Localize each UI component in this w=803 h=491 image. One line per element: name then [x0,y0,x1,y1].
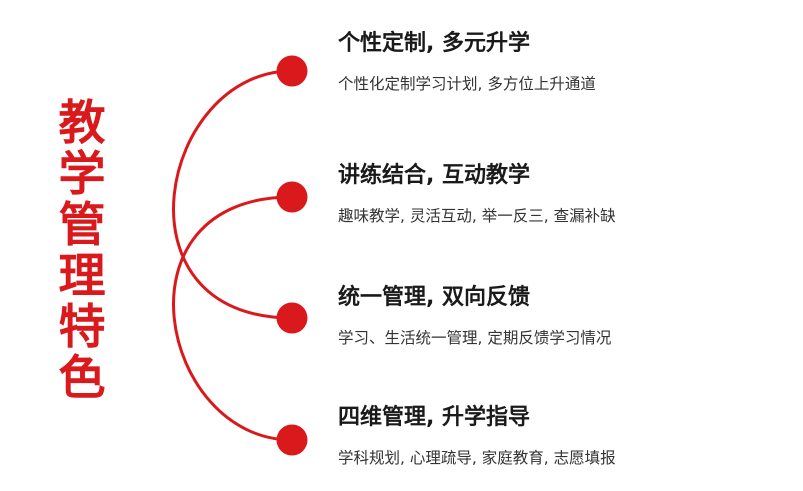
feature-desc: 个性化定制学习计划, 多方位上升通道 [338,75,596,93]
arc-2-4 [172,195,293,442]
feature-title: 统一管理, 双向反馈 [338,285,531,310]
feature-desc: 学科规划, 心理疏导, 家庭教育, 志愿填报 [338,449,616,467]
feature-desc: 趣味教学, 灵活互动, 举一反三, 查漏补缺 [338,207,616,225]
section-heading: 教学管理特色 [58,96,106,406]
feature-item-1: 个性定制, 多元升学 个性化定制学习计划, 多方位上升通道 [338,30,778,94]
feature-title: 个性定制, 多元升学 [338,31,531,56]
feature-desc: 学习、生活统一管理, 定期反馈学习情况 [338,329,612,347]
feature-item-2: 讲练结合, 互动教学 趣味教学, 灵活互动, 举一反三, 查漏补缺 [338,162,778,226]
bullet-dot-2 [276,181,308,213]
feature-item-3: 统一管理, 双向反馈 学习、生活统一管理, 定期反馈学习情况 [338,284,778,348]
feature-title: 四维管理, 升学指导 [338,405,531,430]
bullet-dot-1 [276,55,308,87]
feature-item-4: 四维管理, 升学指导 学科规划, 心理疏导, 家庭教育, 志愿填报 [338,404,778,468]
arc-1-3 [172,69,293,320]
bullet-dot-3 [276,302,308,334]
feature-title: 讲练结合, 互动教学 [338,163,531,188]
bullet-dot-4 [276,424,308,456]
